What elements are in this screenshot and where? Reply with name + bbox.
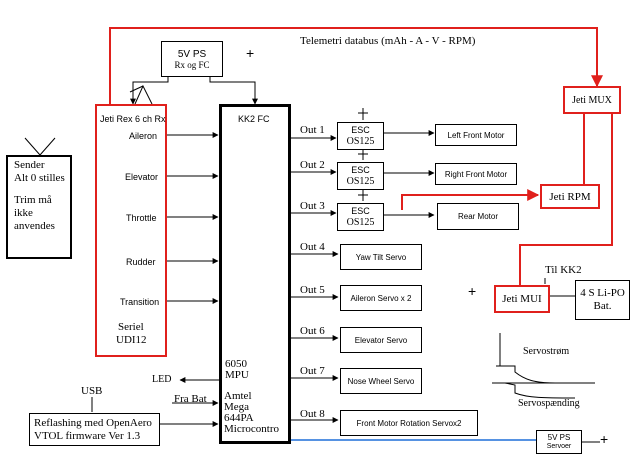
esc-2-line1: ESC bbox=[351, 165, 370, 175]
ps-servo-box: 5V PS Servoer bbox=[536, 430, 582, 454]
out-3-label: Out 3 bbox=[300, 200, 325, 212]
fc-aux-lines bbox=[91, 377, 221, 427]
motor-rear: Rear Motor bbox=[437, 203, 519, 230]
led-label: LED bbox=[152, 374, 172, 385]
battery-line2: Bat. bbox=[593, 300, 612, 312]
ps-servo-line1: 5V PS bbox=[547, 433, 571, 442]
reflash-line1: Reflashing med OpenAero bbox=[34, 417, 152, 429]
sender-antenna-icon bbox=[24, 137, 56, 156]
mui-plus: + bbox=[468, 283, 477, 299]
servo-nose-wheel: Nose Wheel Servo bbox=[340, 368, 422, 394]
esc-1-line1: ESC bbox=[351, 125, 370, 135]
out-1-label: Out 1 bbox=[300, 124, 325, 136]
esc-1: ESC OS125 bbox=[337, 122, 384, 150]
telemetry-bus bbox=[109, 27, 613, 288]
output-lines bbox=[290, 130, 435, 423]
out-8-label: Out 8 bbox=[300, 408, 325, 420]
out-2-label: Out 2 bbox=[300, 159, 325, 171]
sender-line1: Sender bbox=[14, 159, 45, 171]
fc-mpu-line2: MPU bbox=[225, 369, 249, 381]
fc-box bbox=[219, 104, 291, 444]
jeti-mui-box: Jeti MUI bbox=[494, 285, 550, 313]
rx-antenna-icon bbox=[129, 84, 153, 105]
jeti-rpm-box: Jeti RPM bbox=[540, 184, 600, 209]
out-5-label: Out 5 bbox=[300, 284, 325, 296]
channel-transition: Transition bbox=[120, 297, 160, 307]
fc-title: KK2 FC bbox=[238, 114, 270, 124]
servo-voltage-label: Servospænding bbox=[518, 398, 580, 409]
reflash-box: Reflashing med OpenAero VTOL firmware Ve… bbox=[29, 413, 160, 446]
ps-rx-line1: 5V PS bbox=[177, 48, 207, 60]
esc-plus-symbols bbox=[358, 108, 368, 201]
motor-right-front: Right Front Motor bbox=[435, 163, 517, 185]
esc-3-line2: OS125 bbox=[346, 217, 375, 228]
ps-rx-line2: Rx og FC bbox=[174, 59, 210, 70]
out-4-label: Out 4 bbox=[300, 241, 325, 253]
reflash-line2: VTOL firmware Ver 1.3 bbox=[34, 430, 141, 442]
til-kk2-label: Til KK2 bbox=[545, 264, 582, 276]
fc-mpu: 6050 MPU bbox=[225, 359, 249, 381]
channel-elevator: Elevator bbox=[125, 172, 159, 182]
sender-line4: ikke bbox=[14, 207, 33, 219]
esc-3-line1: ESC bbox=[351, 206, 370, 216]
ps-rx-plus: + bbox=[246, 45, 255, 61]
servo-yaw-tilt: Yaw Tilt Servo bbox=[340, 244, 422, 270]
serial-line2: UDI12 bbox=[116, 334, 147, 346]
motor-left-front: Left Front Motor bbox=[435, 124, 517, 146]
esc-1-line2: OS125 bbox=[346, 136, 375, 147]
battery-lines bbox=[544, 278, 600, 443]
sender-line5: anvendes bbox=[14, 220, 55, 232]
esc-3: ESC OS125 bbox=[337, 203, 384, 231]
esc-2: ESC OS125 bbox=[337, 162, 384, 190]
ps-feed-lines bbox=[130, 76, 258, 105]
ps-rx-fc-box: 5V PS Rx og FC bbox=[161, 41, 223, 77]
channel-rudder: Rudder bbox=[126, 257, 156, 267]
receiver-box bbox=[95, 104, 167, 357]
fra-bat-label: Fra Bat bbox=[174, 393, 207, 405]
battery-box: 4 S Li-PO Bat. bbox=[575, 280, 630, 320]
serial-line1: Seriel bbox=[118, 321, 144, 333]
telemetry-label: Telemetri databus (mAh - A - V - RPM) bbox=[300, 35, 476, 47]
sender-line3: Trim må bbox=[14, 194, 52, 206]
fc-mcu-line1: Amtel bbox=[224, 390, 252, 402]
fc-mcu-line4: Microcontro bbox=[224, 423, 279, 435]
out-6-label: Out 6 bbox=[300, 325, 325, 337]
sender-line2: Alt 0 stilles bbox=[14, 172, 65, 184]
out-7-label: Out 7 bbox=[300, 365, 325, 377]
usb-label: USB bbox=[81, 385, 103, 397]
battery-line1: 4 S Li-PO bbox=[580, 287, 625, 299]
servo-current-label: Servostrøm bbox=[523, 346, 570, 357]
sender-text: Sender Alt 0 stilles Trim må ikke anvend… bbox=[14, 159, 65, 233]
ps-servo-plus: + bbox=[600, 431, 609, 447]
channel-aileron: Aileron bbox=[129, 131, 158, 141]
fc-mcu-line3: 644PA bbox=[224, 412, 254, 424]
fc-mpu-line1: 6050 bbox=[225, 358, 247, 370]
receiver-title: Jeti Rex 6 ch Rx bbox=[100, 114, 166, 124]
fc-mcu-line2: Mega bbox=[224, 401, 250, 413]
channel-throttle: Throttle bbox=[126, 213, 157, 223]
jeti-mux-box: Jeti MUX bbox=[563, 86, 621, 114]
esc-2-line2: OS125 bbox=[346, 176, 375, 187]
servo-elevator: Elevator Servo bbox=[340, 327, 422, 353]
servo-front-motor-rotation: Front Motor Rotation Servox2 bbox=[340, 410, 478, 436]
sender-box bbox=[6, 155, 72, 259]
ps-servo-line2: Servoer bbox=[546, 443, 572, 450]
servo-graph bbox=[492, 333, 595, 399]
fc-mcu: Amtel Mega 644PA Microcontro bbox=[224, 391, 279, 435]
servo-aileron: Aileron Servo x 2 bbox=[340, 285, 422, 311]
